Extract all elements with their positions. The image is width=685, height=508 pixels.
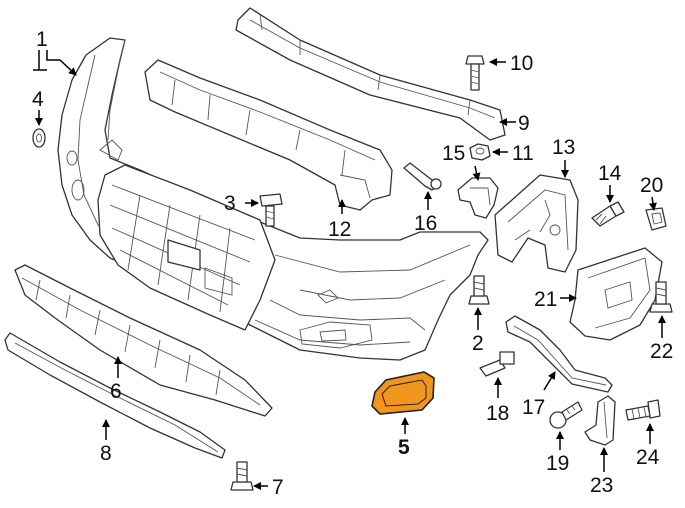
bolt-2-part	[468, 275, 490, 305]
callout-12: 12	[328, 218, 351, 241]
callout-leaders	[33, 50, 666, 490]
callout-13: 13	[552, 136, 575, 159]
bolt-7-part	[230, 461, 254, 491]
callout-16: 16	[414, 212, 437, 235]
callout-7: 7	[272, 476, 284, 499]
callout-2: 2	[472, 332, 484, 355]
bolt-22-part	[649, 281, 673, 313]
callout-10: 10	[510, 52, 533, 75]
callout-4: 4	[32, 88, 44, 111]
clip-20-part	[645, 207, 667, 231]
lower-grille-part	[14, 264, 273, 417]
callout-3: 3	[224, 192, 236, 215]
rivet-18-part	[479, 351, 515, 377]
upper-carrier-part	[144, 59, 393, 211]
bracket-23-part	[584, 395, 616, 446]
bumper-cover-part	[57, 37, 489, 361]
pin-16-part	[403, 162, 442, 191]
callout-14: 14	[598, 162, 622, 185]
support-17-part	[505, 315, 613, 393]
callout-20: 20	[640, 174, 663, 197]
callout-21: 21	[534, 288, 557, 311]
callout-1: 1	[36, 28, 48, 51]
bolt-3-part	[259, 193, 283, 227]
bolt-10-part	[465, 55, 485, 91]
nut-11-part	[469, 143, 491, 161]
bracket-21-part	[569, 247, 663, 341]
callout-23: 23	[590, 474, 613, 497]
bracket-13-part	[494, 174, 579, 273]
callout-9: 9	[518, 112, 530, 135]
screw-19-part	[549, 401, 583, 429]
bracket-15-part	[457, 177, 499, 219]
callout-labels: 1 2 3 4 5 6 7 8 9 10 11 12 13 14 15 16 1…	[32, 28, 673, 499]
reinforcement-bar-part	[235, 7, 506, 141]
callout-22: 22	[650, 340, 673, 363]
callout-8: 8	[100, 442, 112, 465]
screw-14-part	[591, 201, 625, 227]
callout-5: 5	[398, 436, 410, 459]
callout-19: 19	[546, 452, 569, 475]
highlighted-cover-cap-part	[371, 371, 435, 415]
callout-24: 24	[636, 446, 660, 469]
callout-11: 11	[512, 142, 534, 165]
callout-6: 6	[110, 380, 122, 403]
washer-4-part	[32, 128, 46, 148]
callout-15: 15	[442, 142, 465, 165]
callout-18: 18	[486, 402, 509, 425]
bolt-24-part	[625, 399, 661, 421]
callout-17: 17	[522, 396, 545, 419]
molding-strip-part	[4, 332, 226, 459]
